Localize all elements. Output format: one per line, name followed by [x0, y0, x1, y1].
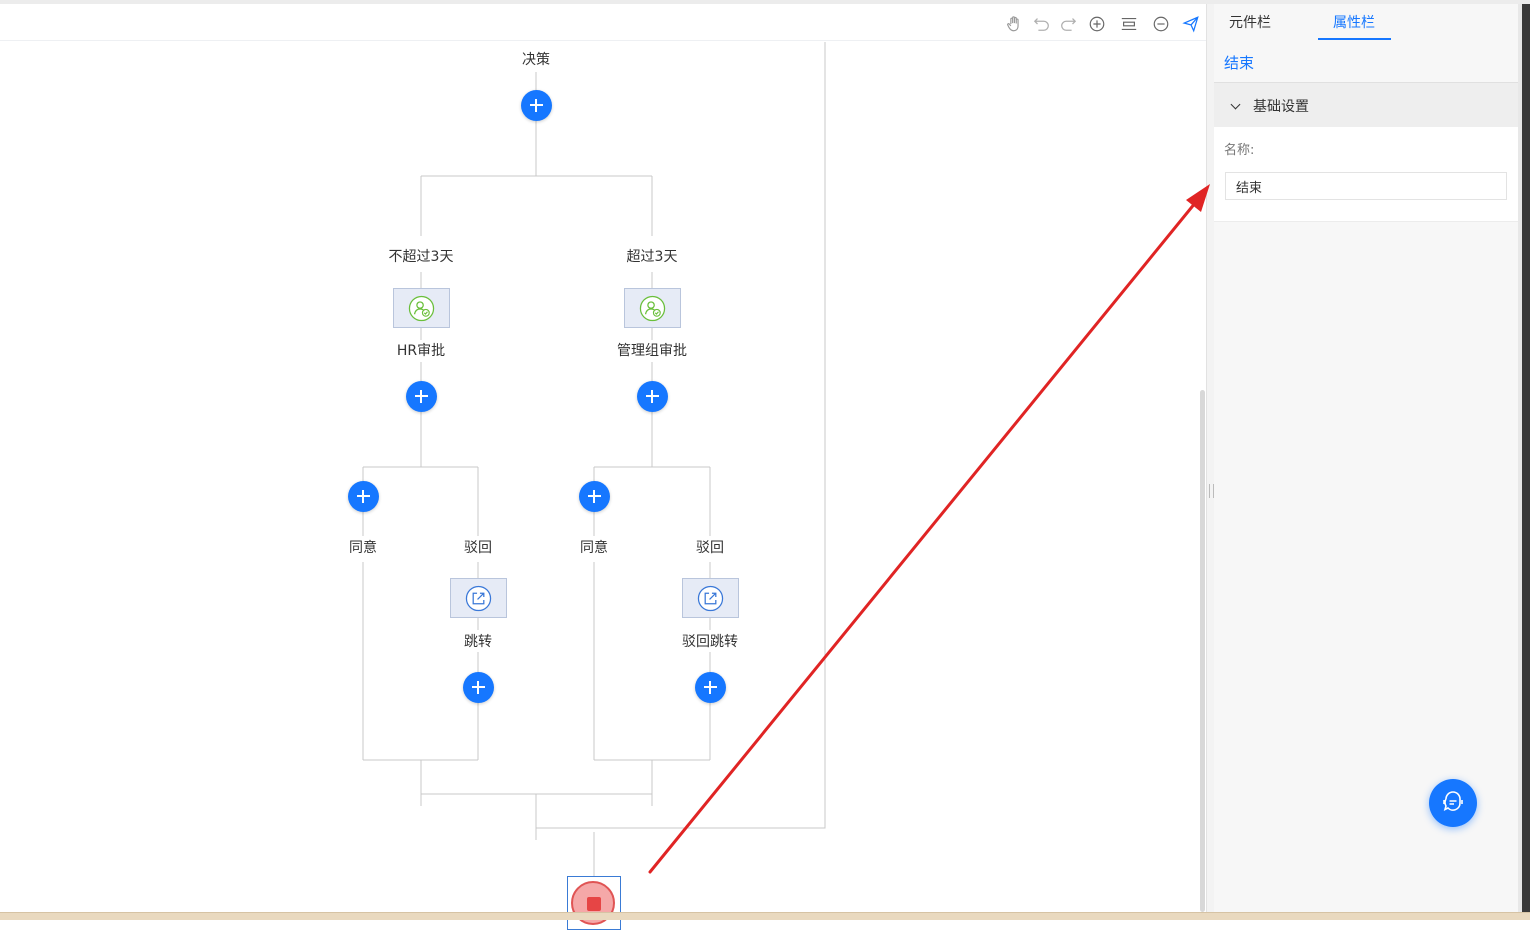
window-edge [1518, 4, 1530, 912]
approver-icon [639, 295, 665, 321]
add-node-button[interactable] [694, 671, 726, 703]
assistant-button[interactable] [1429, 779, 1477, 827]
approval-label-left: HR审批 [396, 343, 446, 359]
splitter-grip-icon [1209, 484, 1214, 498]
add-node-button[interactable] [520, 89, 552, 121]
agree-label-right: 同意 [580, 540, 608, 556]
branch-label-left: 不超过3天 [388, 249, 454, 265]
jump-label-right: 驳回跳转 [682, 634, 738, 650]
flow-connectors [362, 42, 826, 876]
agree-label-left: 同意 [349, 540, 377, 556]
name-field-label: 名称: [1224, 143, 1255, 158]
branch-label-right: 超过3天 [626, 249, 678, 265]
zoom-out-icon[interactable] [1151, 14, 1171, 34]
panel-splitter[interactable] [1206, 4, 1215, 912]
jump-node-left[interactable] [449, 578, 507, 618]
send-icon[interactable] [1181, 14, 1201, 34]
zoom-in-icon[interactable] [1087, 14, 1107, 34]
reject-label-left: 驳回 [464, 540, 492, 556]
undo-icon[interactable] [1032, 14, 1052, 34]
tab-properties[interactable]: 属性栏 [1333, 15, 1375, 31]
approver-icon [408, 295, 434, 321]
section-basic-settings[interactable]: 基础设置 [1214, 82, 1518, 128]
tab-components[interactable]: 元件栏 [1229, 15, 1271, 31]
chevron-down-icon [1230, 99, 1241, 110]
active-tab-indicator [1318, 38, 1391, 40]
reject-label-right: 驳回 [696, 540, 724, 556]
approval-node-hr[interactable] [392, 288, 450, 328]
jump-icon [697, 585, 723, 611]
redo-icon[interactable] [1058, 14, 1078, 34]
jump-icon [465, 585, 491, 611]
flow-canvas[interactable]: 决策 不超过3天 超过3天 HR审批 管理组审批 同意 驳回 同意 驳回 [0, 4, 1206, 912]
hand-icon[interactable] [1004, 14, 1024, 34]
add-node-button[interactable] [578, 480, 610, 512]
outer-loop-line [536, 42, 826, 829]
section-title: 基础设置 [1253, 99, 1309, 115]
jump-label-left: 跳转 [464, 634, 492, 650]
selected-node-name: 结束 [1224, 54, 1255, 72]
chat-bot-icon [1443, 791, 1463, 812]
bottom-bar [0, 912, 1530, 920]
stop-icon [587, 897, 601, 911]
jump-node-right[interactable] [681, 578, 739, 618]
canvas-scrollbar[interactable] [1200, 390, 1205, 912]
approval-node-management[interactable] [623, 288, 681, 328]
approval-label-right: 管理组审批 [617, 343, 687, 359]
name-field[interactable] [1225, 172, 1507, 200]
add-node-button[interactable] [462, 671, 494, 703]
section-basic-settings-body: 名称: [1214, 127, 1518, 222]
property-panel: 元件栏 属性栏 结束 基础设置 名称: [1214, 4, 1518, 912]
fit-icon[interactable] [1119, 14, 1139, 34]
decision-label: 决策 [522, 52, 550, 68]
end-node[interactable] [567, 876, 621, 930]
add-node-button[interactable] [347, 480, 379, 512]
add-node-button[interactable] [636, 380, 668, 412]
panel-tabs: 元件栏 属性栏 [1214, 4, 1518, 42]
add-node-button[interactable] [405, 380, 437, 412]
canvas-toolbar [0, 4, 1206, 41]
